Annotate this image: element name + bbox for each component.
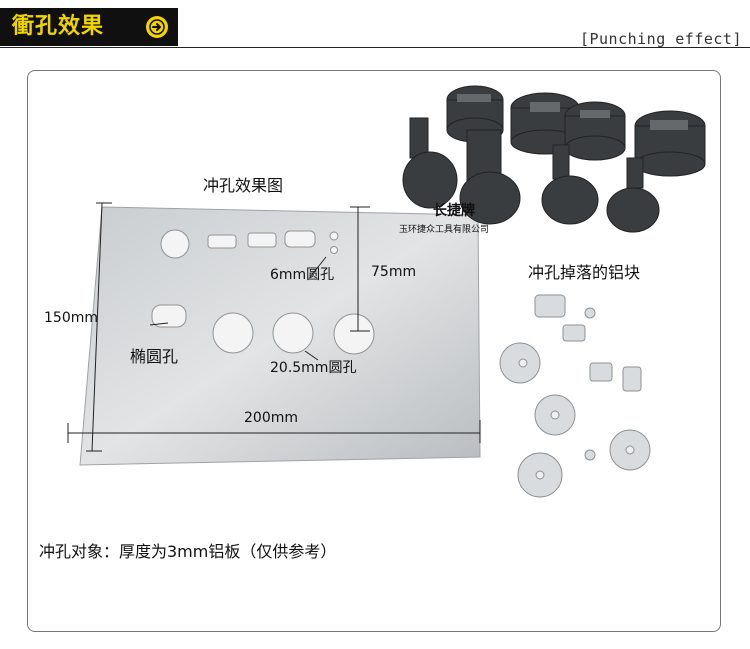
section-badge: 衝孔效果: [0, 8, 178, 46]
section-subtitle: [Punching effect]: [579, 30, 742, 48]
label-6mm-hole: 6mm圆孔: [270, 267, 335, 283]
dimension-200: 200mm: [244, 410, 298, 426]
scraps-title: 冲孔掉落的铝块: [528, 263, 641, 282]
section-title: 衝孔效果: [12, 14, 105, 39]
caption-text: 冲孔对象：厚度为3mm铝板（仅供参考）: [39, 542, 337, 561]
label-20-5mm-hole: 20.5mm圆孔: [270, 360, 357, 376]
label-oval-hole: 椭圆孔: [130, 347, 179, 366]
punched-plate-image: [67, 202, 481, 466]
dimension-150: 150mm: [44, 310, 98, 326]
punch-molds-image: [402, 85, 706, 233]
plate-title: 冲孔效果图: [203, 176, 284, 195]
company-name: 玉环捷众工具有限公司: [399, 225, 490, 235]
aluminium-scraps-image: [499, 294, 651, 498]
dimension-75: 75mm: [371, 264, 417, 280]
brand-name: 长捷牌: [433, 203, 475, 219]
header-divider: [0, 47, 750, 48]
arrow-right-circle-icon[interactable]: [146, 16, 168, 38]
